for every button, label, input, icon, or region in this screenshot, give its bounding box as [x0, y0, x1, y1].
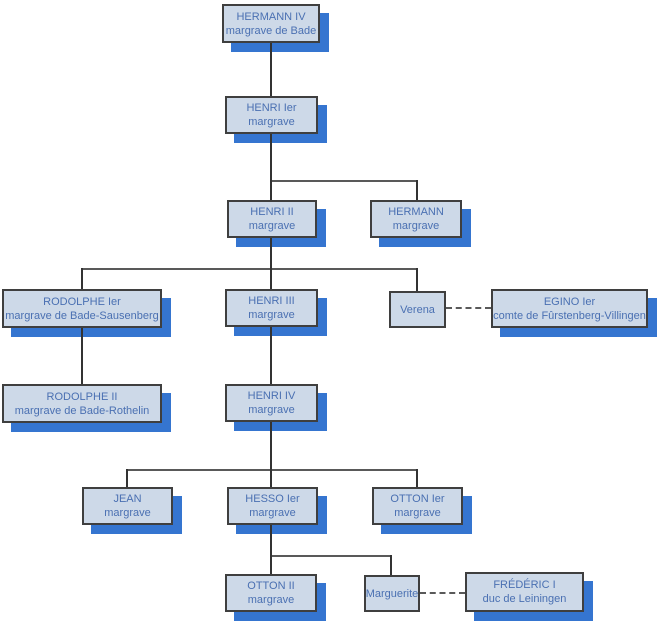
connector-marriage-marguerite-frederic [420, 592, 465, 594]
tree-node-otton-ii[interactable]: OTTON II margrave [225, 574, 317, 612]
person-name: OTTON Ier [390, 493, 445, 505]
person-name: HENRI II [250, 206, 294, 218]
tree-node-hesso-ier[interactable]: HESSO Ier margrave [227, 487, 318, 525]
tree-node-henri-iii[interactable]: HENRI III margrave [225, 289, 318, 327]
person-title: margrave [392, 220, 440, 232]
person-name: Verena [400, 303, 435, 316]
person-name: HERMANN IV [236, 10, 306, 23]
connector-henri2-down [270, 238, 272, 268]
person-title: margrave de Bade-Rothelin [14, 404, 150, 417]
person-name: HENRI Ier [246, 102, 297, 114]
connector-hesso-down [270, 525, 272, 555]
tree-node-otton-ier[interactable]: OTTON Ier margrave [372, 487, 463, 525]
tree-node-verena[interactable]: Verena [389, 291, 446, 328]
person-name: Marguerite [365, 587, 419, 600]
person-title: comte de Fûrstenberg-Villingen [493, 309, 646, 322]
connector-drop-otton1 [416, 469, 418, 487]
person-title: margrave [248, 220, 296, 232]
connector-drop-hermann [416, 180, 418, 200]
connector-henri3-to-henri4 [270, 327, 272, 384]
person-name: FRÉDÉRIC I [493, 579, 556, 591]
person-name: OTTON II [247, 580, 295, 592]
person-title: margrave [104, 507, 151, 519]
connector-drop-jean [126, 469, 128, 487]
person-title: margrave [248, 309, 295, 321]
person-title: margrave [248, 404, 295, 416]
person-title: margrave [394, 507, 441, 519]
person-name: RODOLPHE Ier [43, 295, 121, 308]
connector-gen4-branch [81, 268, 417, 270]
tree-node-rodolphe-ier[interactable]: RODOLPHE Ier margrave de Bade-Sausenberg [2, 289, 162, 328]
person-name: HENRI III [248, 295, 295, 307]
person-title: margrave de Bade [225, 24, 317, 37]
connector-marriage-verena-egino [446, 307, 491, 309]
tree-node-hermann-iv[interactable]: HERMANN IV margrave de Bade [222, 4, 320, 43]
tree-node-frederic-i[interactable]: FRÉDÉRIC I duc de Leiningen [465, 572, 584, 612]
tree-node-rodolphe-ii[interactable]: RODOLPHE II margrave de Bade-Rothelin [2, 384, 162, 423]
connector-henri4-down [270, 422, 272, 469]
tree-node-henri-ii[interactable]: HENRI II margrave [227, 200, 317, 238]
tree-node-henri-ier[interactable]: HENRI Ier margrave [225, 96, 318, 134]
person-name: HERMANN [388, 206, 444, 218]
tree-node-marguerite[interactable]: Marguerite [364, 575, 420, 612]
person-name: RODOLPHE II [46, 390, 118, 403]
connector-drop-hesso [270, 469, 272, 487]
person-title: margrave [249, 507, 296, 519]
connector-drop-rodolphe1 [81, 268, 83, 289]
connector-drop-verena [416, 268, 418, 291]
tree-node-egino-ier[interactable]: EGINO Ier comte de Fûrstenberg-Villingen [491, 289, 648, 328]
connector-drop-otton2 [270, 555, 272, 574]
tree-node-hermann[interactable]: HERMANN margrave [370, 200, 462, 238]
person-title: duc de Leiningen [482, 593, 567, 605]
connector-hermann4-to-henri1 [270, 43, 272, 96]
person-name: JEAN [113, 493, 142, 505]
person-title: margrave [247, 594, 295, 606]
person-title: margrave de Bade-Sausenberg [5, 309, 159, 322]
connector-rodolphe1-to-rodolphe2 [81, 328, 83, 384]
connector-gen3-branch [270, 180, 418, 182]
person-name: HESSO Ier [245, 493, 300, 505]
person-name: EGINO Ier [543, 295, 596, 308]
connector-drop-henri3 [270, 268, 272, 289]
connector-drop-henri2 [270, 180, 272, 200]
connector-gen7-branch [270, 555, 392, 557]
person-title: margrave [248, 116, 295, 128]
connector-henri1-down [270, 134, 272, 180]
tree-node-jean[interactable]: JEAN margrave [82, 487, 173, 525]
person-name: HENRI IV [247, 390, 296, 402]
tree-node-henri-iv[interactable]: HENRI IV margrave [225, 384, 318, 422]
connector-drop-marguerite [390, 555, 392, 575]
